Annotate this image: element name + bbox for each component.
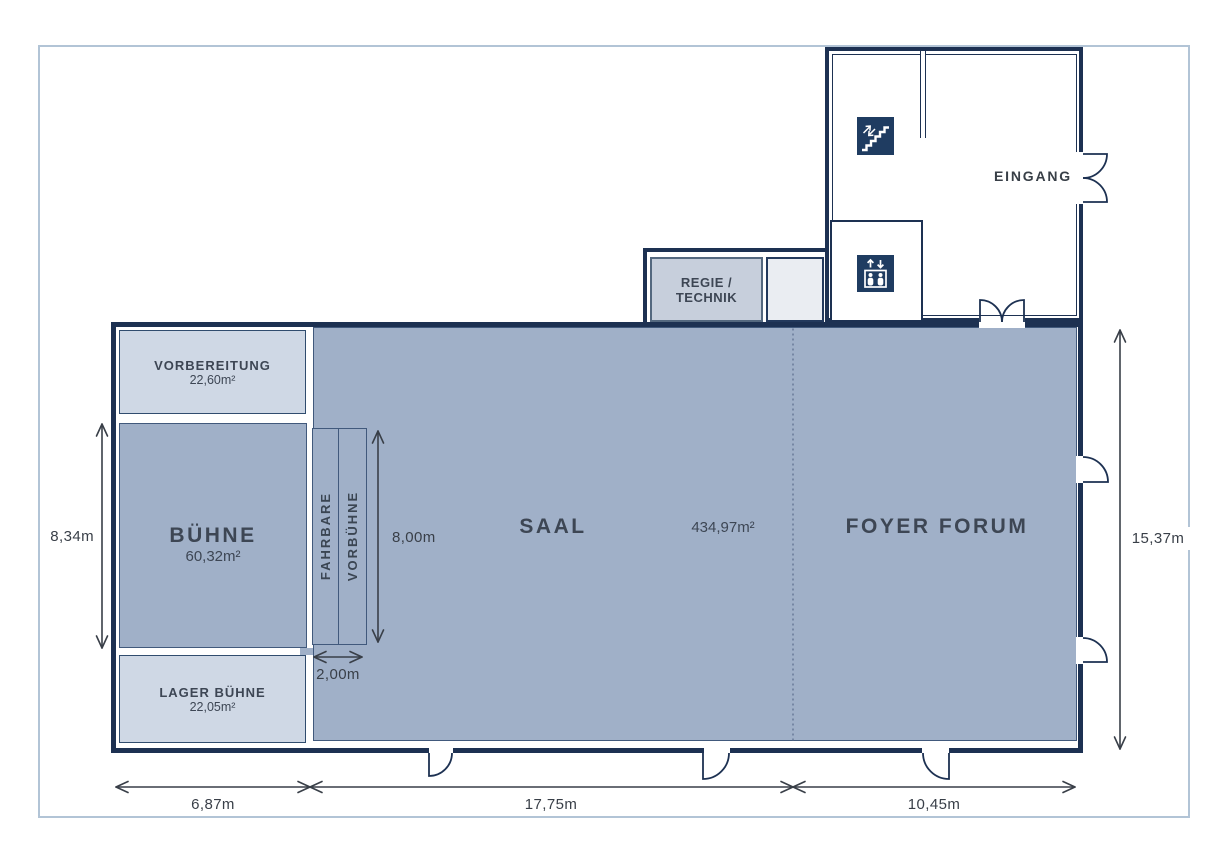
dim-label-15-37: 15,37m — [1124, 527, 1192, 550]
dim-label-6-87: 6,87m — [191, 796, 235, 813]
buehne-label-block: BÜHNE 60,32m² — [119, 423, 307, 648]
saal-label: SAAL — [519, 515, 587, 538]
hall-outer-wall — [111, 322, 1083, 753]
buehne-floor — [119, 423, 307, 648]
room-area: 22,60m² — [189, 372, 236, 387]
room-name: VORBEREITUNG — [154, 357, 271, 373]
room-area: 22,05m² — [189, 699, 236, 714]
foyer-forum-label: FOYER FORUM — [845, 515, 1029, 538]
regie-technik-label-block: REGIE / TECHNIK — [650, 257, 763, 322]
room-lager-buehne — [119, 655, 306, 743]
elevator-icon — [857, 255, 894, 292]
room-name: LAGER BÜHNE — [159, 684, 266, 700]
dim-label-8-34: 8,34m — [50, 528, 94, 545]
room-side-box — [766, 257, 824, 322]
room-name: BÜHNE — [169, 524, 257, 547]
room-area: 60,32m² — [185, 548, 241, 565]
dim-label-10-45: 10,45m — [907, 796, 961, 813]
vorbereitung-label-block: VORBEREITUNG 22,60m² — [119, 330, 306, 414]
room-name-line1: REGIE / — [680, 274, 733, 290]
room-regie-technik — [650, 257, 763, 322]
buehne-passage — [300, 648, 313, 655]
vorbuehne-label: VORBÜHNE — [344, 490, 360, 582]
dim-label-8-00: 8,00m — [392, 529, 436, 546]
room-fahrbare-vorbuehne — [312, 428, 367, 645]
saal-foyer-floor — [313, 327, 1077, 741]
fahrbare-label: FAHRBARE — [317, 491, 333, 581]
stairs-icon — [857, 117, 894, 155]
room-name-line2: TECHNIK — [675, 289, 738, 305]
saal-area-label: 434,97m² — [691, 519, 755, 536]
eingang-label: EINGANG — [994, 168, 1072, 184]
vorbuehne-divider — [337, 429, 339, 644]
stair-partition-wall — [920, 51, 926, 138]
room-vorbereitung — [119, 330, 306, 414]
dim-label-17-75: 17,75m — [524, 796, 578, 813]
dim-label-2-00: 2,00m — [316, 666, 360, 683]
lager-label-block: LAGER BÜHNE 22,05m² — [119, 655, 306, 743]
